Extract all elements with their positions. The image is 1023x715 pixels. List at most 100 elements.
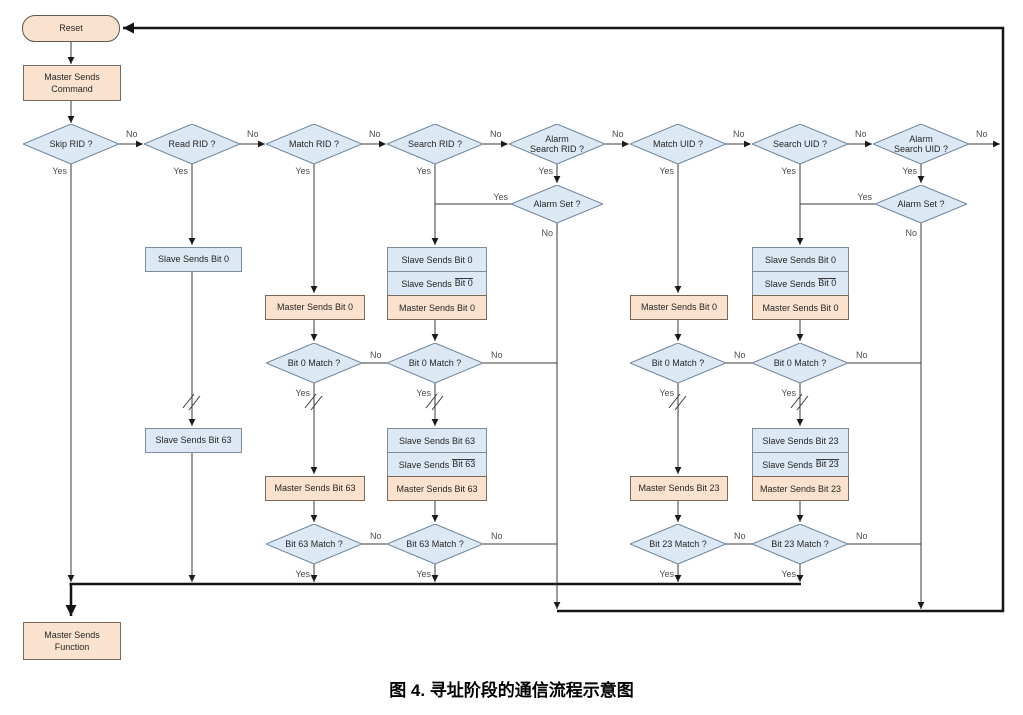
node-reset: Reset — [22, 15, 120, 42]
decision-match-rid: Match RID ? — [266, 124, 362, 164]
decision-bit0-match-rid-label: Bit 0 Match ? — [287, 357, 341, 368]
stack-row-master-sends-bit0: Master Sends Bit 0 — [387, 295, 487, 320]
node-master-sends-function-line2: Function — [54, 642, 90, 652]
edge-yes-alarm-search-rid: Yes — [538, 166, 553, 176]
node-reset-label: Reset — [59, 23, 83, 34]
edge-no-alarm-set-uid: No — [905, 228, 917, 238]
edge-no-bit0-match-uid: No — [734, 350, 746, 360]
decision-alarm-set-uid-label: Alarm Set ? — [897, 198, 945, 209]
decision-alarm-search-uid-line1: Alarm — [909, 133, 933, 144]
edge-yes-bit0-match-search-uid: Yes — [781, 388, 796, 398]
decision-search-uid-label: Search UID ? — [772, 138, 828, 149]
edge-no-bit0-match-rid: No — [370, 350, 382, 360]
decision-bit0-match-search-uid-label: Bit 0 Match ? — [773, 357, 827, 368]
stack-row-slave-sends-bit0: Slave Sends Bit 0 — [387, 247, 487, 272]
box-master-sends-bit23-match-uid-label: Master Sends Bit 23 — [638, 483, 720, 494]
edge-no-search-uid: No — [855, 129, 867, 139]
edge-yes-alarm-search-uid: Yes — [902, 166, 917, 176]
decision-bit23-match-uid: Bit 23 Match ? — [630, 524, 726, 564]
edge-no-bit0-match-search-rid: No — [491, 350, 503, 360]
decision-bit23-match-search-uid: Bit 23 Match ? — [752, 524, 848, 564]
stack-row-master-sends-bit63-label: Master Sends Bit 63 — [396, 483, 478, 494]
decision-bit0-match-search-uid: Bit 0 Match ? — [752, 343, 848, 383]
decision-match-uid-label: Match UID ? — [652, 138, 703, 149]
edge-yes-bit23-match-uid: Yes — [659, 569, 674, 579]
edge-no-alarm-set-rid: No — [541, 228, 553, 238]
stack-row-slave-sends-bit0-label: Slave Sends Bit 0 — [764, 254, 837, 265]
slave-sends-prefix: Slave Sends — [398, 459, 450, 470]
edge-no-bit23-match-uid: No — [734, 531, 746, 541]
decision-bit0-match-uid: Bit 0 Match ? — [630, 343, 726, 383]
decision-bit23-match-uid-label: Bit 23 Match ? — [649, 538, 707, 549]
box-master-sends-bit63-match-rid-label: Master Sends Bit 63 — [274, 483, 356, 494]
edge-yes-bit0-match-rid: Yes — [295, 388, 310, 398]
decision-skip-rid-label: Skip RID ? — [49, 138, 93, 149]
node-master-sends-command-line1: Master Sends — [44, 71, 100, 82]
edge-no-bit63-match-rid: No — [370, 531, 382, 541]
decision-alarm-set-rid-label: Alarm Set ? — [533, 198, 581, 209]
bit0-overline: Bit 0 — [818, 278, 837, 289]
decision-bit0-match-search-rid: Bit 0 Match ? — [387, 343, 483, 383]
slave-sends-prefix: Slave Sends — [764, 278, 816, 289]
box-master-sends-bit0-match-uid: Master Sends Bit 0 — [630, 295, 728, 320]
edge-yes-search-rid: Yes — [416, 166, 431, 176]
edge-yes-alarm-set-uid: Yes — [857, 192, 872, 202]
edge-no-search-rid: No — [490, 129, 502, 139]
box-master-sends-bit63-match-rid: Master Sends Bit 63 — [265, 476, 365, 501]
edge-no-read-rid: No — [247, 129, 259, 139]
decision-search-rid: Search RID ? — [387, 124, 483, 164]
decision-alarm-set-rid: Alarm Set ? — [511, 185, 603, 223]
stack-row-master-sends-bit0: Master Sends Bit 0 — [752, 295, 849, 320]
decision-read-rid: Read RID ? — [144, 124, 240, 164]
decision-read-rid-label: Read RID ? — [168, 138, 216, 149]
bit63-overline: Bit 63 — [452, 459, 476, 470]
decision-bit0-match-uid-label: Bit 0 Match ? — [651, 357, 705, 368]
stack-row-master-sends-bit0-label: Master Sends Bit 0 — [398, 302, 476, 313]
edge-yes-match-rid: Yes — [295, 166, 310, 176]
stack-row-master-sends-bit0-label: Master Sends Bit 0 — [762, 302, 839, 313]
decision-bit63-match-rid-label: Bit 63 Match ? — [285, 538, 343, 549]
edge-yes-bit63-match-rid: Yes — [295, 569, 310, 579]
edge-no-bit0-match-search-uid: No — [856, 350, 868, 360]
edge-yes-match-uid: Yes — [659, 166, 674, 176]
stack-row-master-sends-bit23-label: Master Sends Bit 23 — [759, 483, 842, 494]
edge-no-alarm-search-rid: No — [612, 129, 624, 139]
decision-bit63-match-search-rid-label: Bit 63 Match ? — [406, 538, 464, 549]
decision-bit0-match-search-rid-label: Bit 0 Match ? — [408, 357, 462, 368]
stack-row-slave-sends-bit23: Slave Sends Bit 23 — [752, 428, 849, 453]
node-master-sends-command-line2: Command — [51, 84, 93, 94]
box-master-sends-bit0-match-rid: Master Sends Bit 0 — [265, 295, 365, 320]
edge-yes-search-uid: Yes — [781, 166, 796, 176]
box-slave-sends-bit0-read-label: Slave Sends Bit 0 — [157, 254, 230, 265]
edge-yes-bit0-match-uid: Yes — [659, 388, 674, 398]
box-master-sends-bit23-match-uid: Master Sends Bit 23 — [630, 476, 728, 501]
figure-caption: 图 4. 寻址阶段的通信流程示意图 — [389, 681, 634, 700]
stack-row-slave-sends-bit0: Slave Sends Bit 0 — [752, 247, 849, 272]
decision-search-uid: Search UID ? — [752, 124, 848, 164]
box-master-sends-bit0-match-uid-label: Master Sends Bit 0 — [640, 302, 718, 313]
bit23-overline: Bit 23 — [815, 459, 839, 470]
box-slave-sends-bit63-read: Slave Sends Bit 63 — [145, 428, 242, 453]
box-slave-sends-bit63-read-label: Slave Sends Bit 63 — [155, 435, 232, 446]
decision-search-rid-label: Search RID ? — [407, 138, 463, 149]
edge-yes-bit23-match-search-uid: Yes — [781, 569, 796, 579]
edge-yes-alarm-set-rid: Yes — [493, 192, 508, 202]
decision-match-uid: Match UID ? — [630, 124, 726, 164]
slave-sends-prefix: Slave Sends — [401, 278, 452, 289]
box-slave-sends-bit0-read: Slave Sends Bit 0 — [145, 247, 242, 272]
edge-no-match-uid: No — [733, 129, 745, 139]
stack-row-master-sends-bit23: Master Sends Bit 23 — [752, 476, 849, 501]
stack-row-slave-sends-bit0-label: Slave Sends Bit 0 — [401, 254, 473, 265]
